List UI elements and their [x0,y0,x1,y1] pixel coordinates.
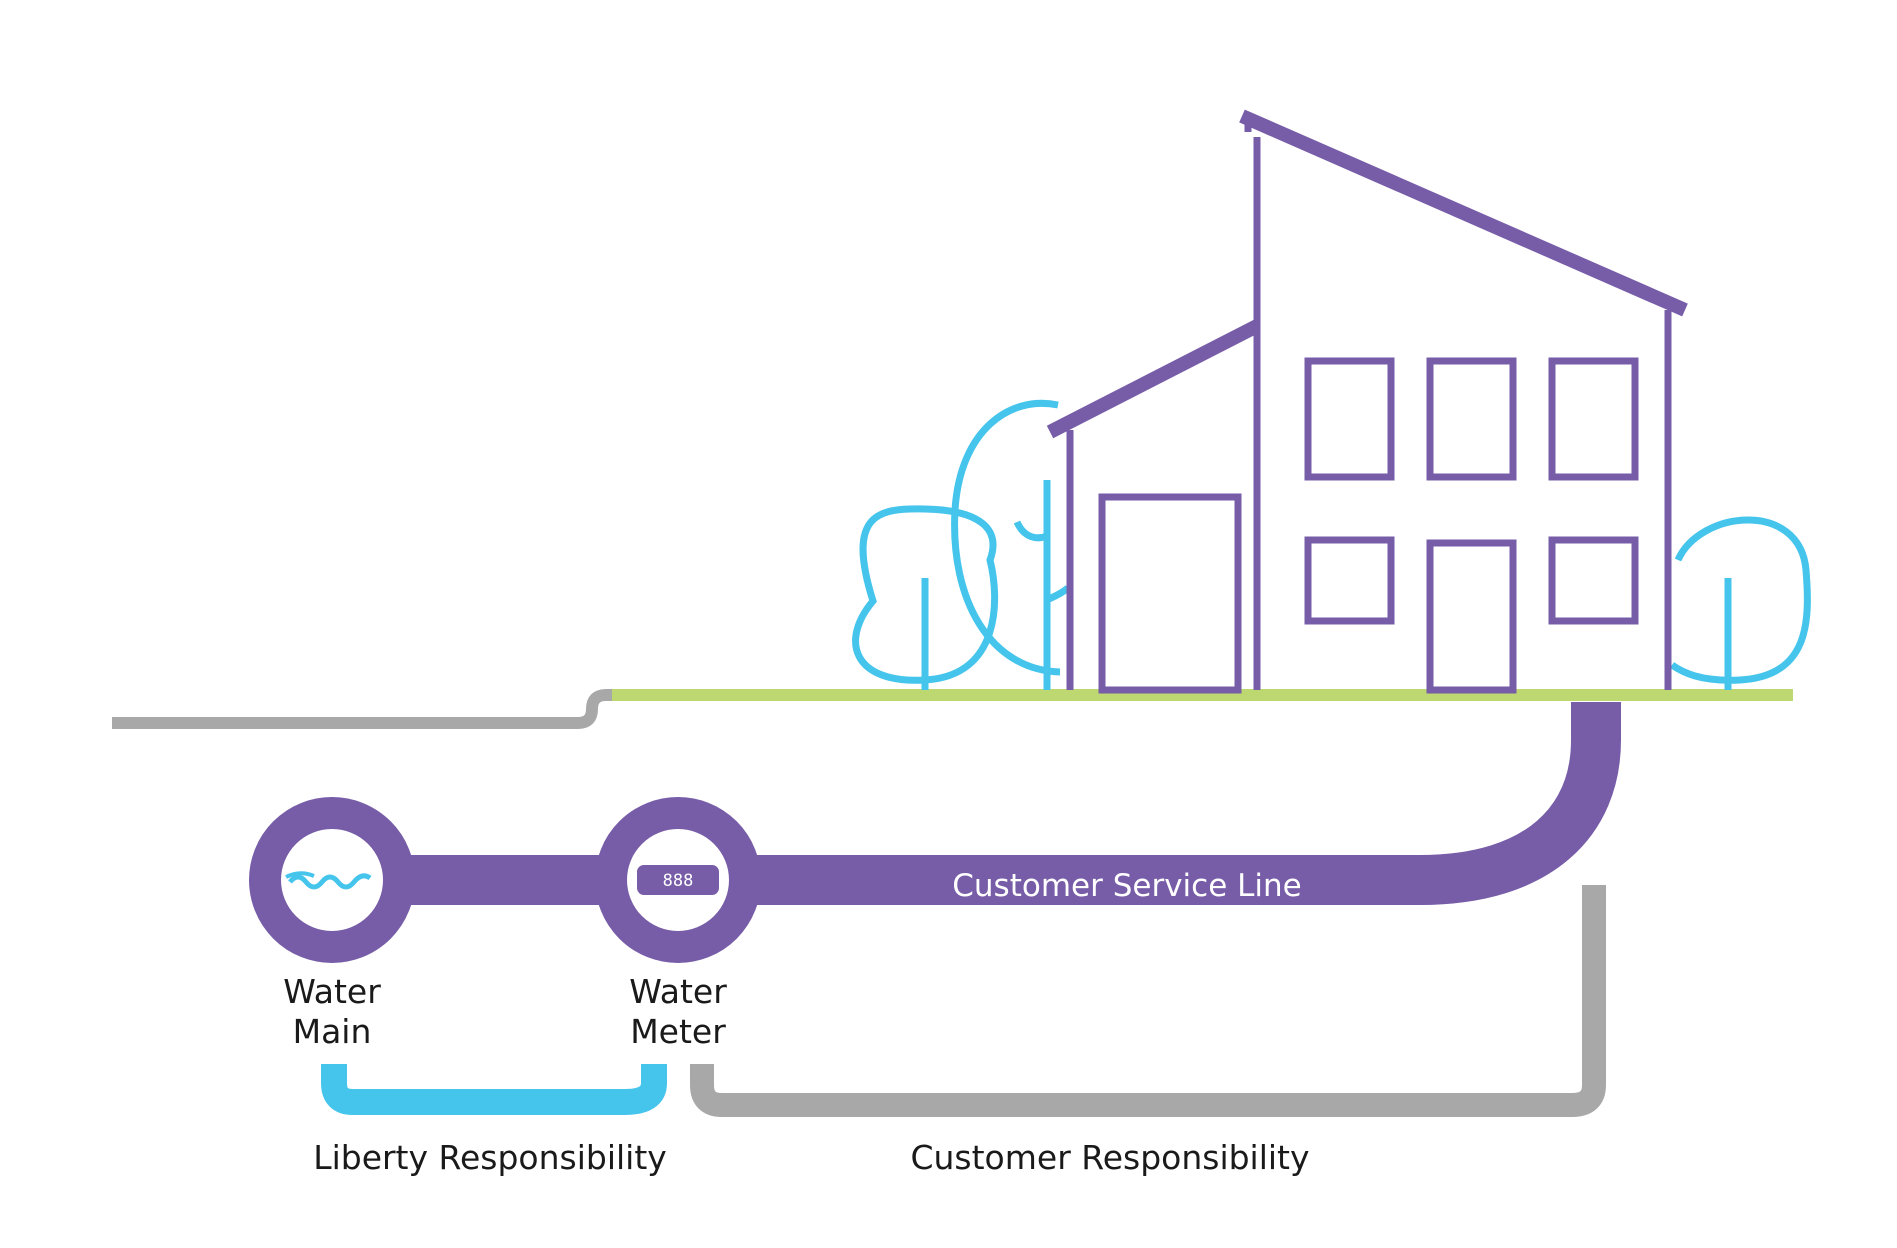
tree-left [852,505,999,684]
house [1046,109,1688,694]
street-line [112,689,620,729]
tree-middle-branch-2 [1045,585,1071,604]
liberty-responsibility-bracket [321,1064,667,1115]
house-main-body [1253,137,1672,690]
house-main-roof [1239,109,1688,317]
water-meter-label-line1: Water [629,972,727,1011]
water-wave-icon [288,873,372,890]
house-window-2 [1426,357,1517,481]
house-annex-roof [1046,319,1261,439]
house-door [1426,539,1517,694]
customer-responsibility-bracket [690,885,1606,1117]
meter-display-digits: 888 [663,871,694,891]
service-line-label: Customer Service Line [952,868,1301,904]
water-main-label-line2: Main [293,1012,372,1051]
house-annex-door [1098,493,1242,694]
house-window-4 [1304,536,1395,625]
tree-middle-branch [1013,520,1049,542]
house-window-3 [1548,357,1639,481]
water-main-node [249,797,415,963]
water-wave-icon-2 [285,871,315,879]
tree-right [1669,516,1811,684]
meter-display-icon [637,865,719,895]
house-window-1 [1304,357,1395,481]
water-meter-node: 888 [595,797,761,963]
customer-service-line-pipe [380,702,1621,905]
water-meter-label-line2: Meter [630,1012,726,1051]
customer-responsibility-label: Customer Responsibility [910,1138,1309,1177]
liberty-responsibility-label: Liberty Responsibility [313,1138,667,1177]
trees [852,399,1811,690]
tree-middle [951,399,1061,676]
water-main-label-line1: Water [283,972,381,1011]
house-window-5 [1548,536,1639,625]
